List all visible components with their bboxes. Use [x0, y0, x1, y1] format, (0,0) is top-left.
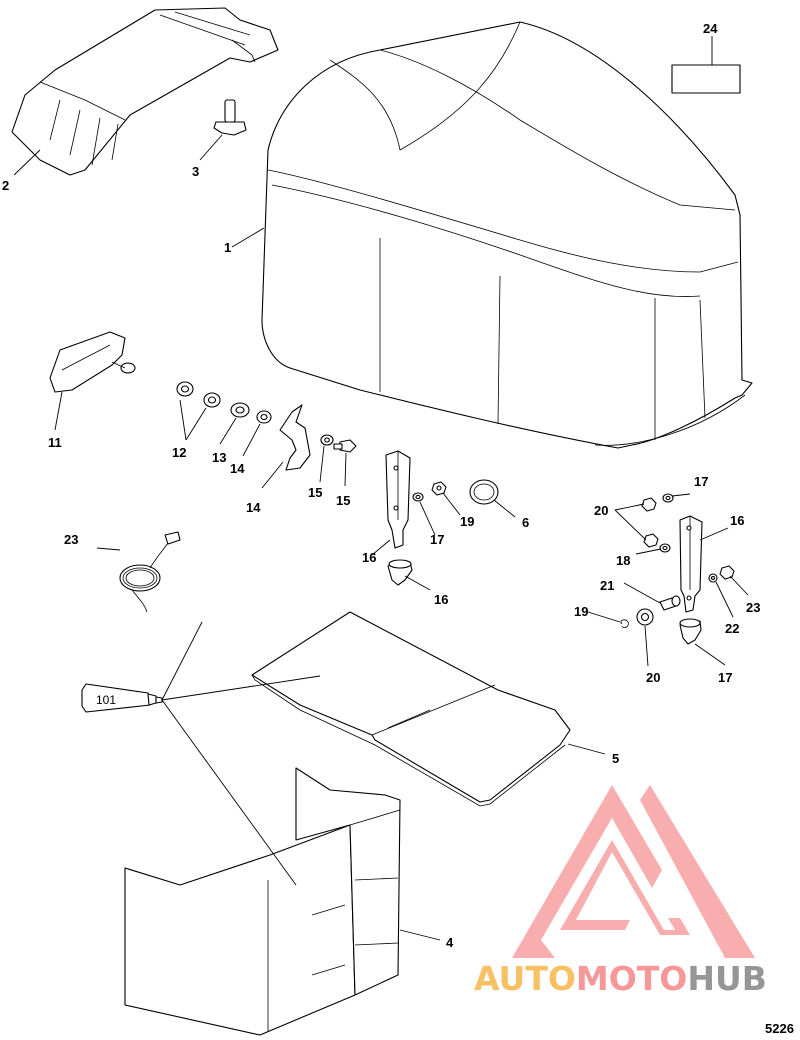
- part-14-bracket-right: [679, 515, 703, 613]
- part-15-bumper-right: [679, 618, 702, 645]
- part-17-nut-right: [641, 497, 659, 548]
- part-4-insulation-panel: [124, 767, 401, 1036]
- callout-9: 13: [212, 450, 226, 465]
- part-19-bushing: [636, 608, 654, 626]
- figure-number: 5226: [765, 1021, 794, 1036]
- callout-17-right: 20: [594, 503, 608, 518]
- part-7-handle: [49, 331, 136, 393]
- callout-12: 15: [308, 485, 322, 500]
- callout-20: 21: [600, 578, 614, 593]
- callout-23: 23: [64, 532, 78, 547]
- leader-lines: [13, 36, 749, 941]
- watermark-part-hub: HUB: [687, 959, 767, 998]
- part-15-bumper-left: [387, 559, 413, 586]
- callout-5: 5: [612, 751, 619, 766]
- part-14-bracket-left: [385, 450, 411, 549]
- callout-8: 12: [172, 445, 186, 460]
- callout-3: 3: [192, 164, 199, 179]
- watermark-text: AUTOMOTOHUB: [474, 959, 767, 998]
- callout-11: 14: [246, 500, 261, 515]
- callout-13: 15: [336, 493, 350, 508]
- callout-4: 4: [446, 935, 454, 950]
- callout-16-right-bottom: 18: [616, 553, 630, 568]
- part-18-clip: [620, 619, 629, 629]
- adhesive-tube: 101: [81, 683, 163, 713]
- part-13-screw: [333, 439, 357, 453]
- part-2-intake-cover: [11, 7, 279, 176]
- callout-14-left: 16: [362, 550, 376, 565]
- part-8-grommet: [176, 381, 221, 408]
- watermark-part-auto: AUTO: [474, 959, 576, 998]
- callout-24: 24: [703, 21, 718, 36]
- callout-1: 1: [224, 240, 231, 255]
- callout-6: 6: [522, 515, 529, 530]
- svg-text:AUTOMOTOHUB: AUTOMOTOHUB: [474, 959, 767, 998]
- part-24-decal: [671, 64, 741, 94]
- part-3-bolt: [213, 99, 247, 136]
- watermark-part-moto: MOTO: [576, 959, 687, 998]
- callout-14-right: 16: [730, 513, 744, 528]
- watermark-logo: [512, 785, 755, 958]
- part-17-nut-left: [431, 481, 447, 496]
- part-20-pin: [659, 595, 681, 611]
- callout-10: 14: [230, 461, 245, 476]
- part-1-top-cowl: [261, 21, 753, 449]
- callout-17-left: 19: [460, 514, 474, 529]
- part-11-latch-hook: [279, 404, 311, 471]
- callout-16-left: 17: [430, 532, 444, 547]
- part-23-wire-harness: [119, 531, 181, 613]
- part-12-washer: [320, 434, 334, 446]
- part-5-pad: [251, 611, 571, 807]
- part-21-washer: [708, 573, 718, 583]
- watermark-triangle-outer: [512, 785, 662, 958]
- part-16-washer-left: [412, 492, 424, 502]
- callout-15-left: 16: [434, 592, 448, 607]
- watermark-g-shape: [560, 840, 690, 935]
- part-22-nut: [719, 565, 735, 580]
- watermark-triangle-right: [640, 785, 755, 958]
- part-6-plug: [469, 479, 499, 505]
- callout-22: 23: [746, 600, 760, 615]
- part-9-washer: [230, 402, 250, 418]
- callout-19: 20: [646, 670, 660, 685]
- callout-numbers: 24 1 2 3 11 12 13 14 14 15 15 16 16 17 1…: [2, 21, 794, 1036]
- callout-15-right: 17: [718, 670, 732, 685]
- callout-2: 2: [2, 178, 9, 193]
- part-10-washer: [256, 410, 272, 424]
- callout-7: 11: [48, 435, 62, 450]
- tube-label: 101: [96, 693, 116, 707]
- part-16-washer-right: [659, 493, 674, 553]
- callout-16-right-top: 17: [694, 474, 708, 489]
- callout-21: 22: [725, 621, 739, 636]
- callout-18: 19: [574, 604, 588, 619]
